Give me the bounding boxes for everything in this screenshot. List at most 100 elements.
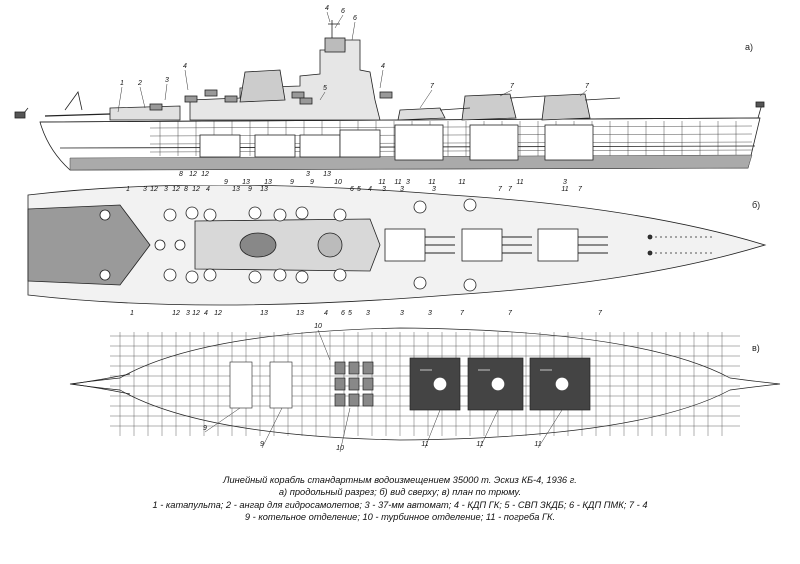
callout-label: 11: [428, 179, 435, 186]
callout-label: 9: [248, 186, 252, 193]
callout-label: 13: [232, 186, 240, 193]
callout-label: 13: [242, 179, 250, 186]
callout-label: 13: [260, 186, 268, 193]
callout-label: 13: [264, 179, 272, 186]
callout-label: 5: [348, 310, 352, 317]
turbine-room: [339, 129, 381, 158]
callout-label: 3: [563, 179, 567, 186]
callout-label: 13: [323, 171, 331, 178]
callout-label: 12: [172, 186, 180, 193]
conning-tower: [324, 37, 346, 53]
callout-label: 12: [214, 310, 222, 317]
aircraft-hangar: [109, 105, 181, 121]
callout-label: 12: [189, 171, 197, 178]
callout-label: 10: [334, 179, 342, 186]
superstructure-top: [194, 218, 381, 272]
main-turret-7: [384, 228, 426, 262]
callout-label: 5: [357, 186, 361, 193]
callout-label: 4: [183, 63, 187, 70]
funnel-top: [239, 232, 277, 258]
main-turret-7: [397, 107, 446, 121]
callout-label: 9: [260, 441, 264, 448]
tower-top: [317, 232, 343, 258]
callout-label: 4: [368, 186, 372, 193]
callout-label: 3: [382, 186, 386, 193]
callout-label: 10: [336, 445, 344, 452]
panel-label-b: б): [752, 200, 761, 210]
caption-title: Линейный корабль стандартным водоизмещен…: [223, 475, 577, 485]
callout-label: 4: [325, 5, 329, 12]
callout-label: 3: [165, 77, 169, 84]
callout-label: 7: [508, 186, 513, 193]
magazine: [469, 124, 519, 161]
callout-label: 11: [534, 441, 541, 448]
callout-label: 2: [137, 80, 142, 87]
caption-legend-1: 1 - катапульта; 2 - ангар для гидросамол…: [152, 499, 648, 510]
callout-label: 1: [130, 310, 134, 317]
figure-caption: Линейный корабль стандартным водоизмещен…: [0, 474, 800, 524]
callout-label: 3: [428, 310, 432, 317]
superstructure: [189, 39, 381, 121]
callout-label: 11: [394, 179, 401, 186]
hold-frame-grid: [110, 332, 740, 436]
main-turret-7: [461, 93, 517, 121]
callout-label: 8: [179, 171, 183, 178]
callout-label: 3: [400, 310, 404, 317]
callout-label: 6: [341, 310, 345, 317]
caption-views: а) продольный разрез; б) вид сверху; в) …: [278, 487, 522, 498]
main-turret-7: [461, 228, 503, 262]
callout-label: 7: [508, 310, 513, 317]
callout-label: 9: [290, 179, 294, 186]
magazine-11: [529, 357, 591, 411]
callout-label: 7: [430, 83, 435, 90]
magazine: [394, 124, 444, 161]
callout-label: 12: [150, 186, 158, 193]
crane: [64, 91, 83, 111]
callout-label: 13: [296, 310, 304, 317]
hold-plan: 10 9 9 10 11 11 11: [69, 323, 781, 452]
callout-label: 5: [323, 85, 327, 92]
boiler-room: [299, 134, 341, 158]
callout-label: 9: [310, 179, 314, 186]
callout-label: 12: [201, 171, 209, 178]
callout-label: 3: [143, 186, 147, 193]
boiler-room: [199, 134, 241, 158]
callout-label: 3: [406, 179, 410, 186]
callout-label: 10: [314, 323, 322, 330]
callout-label: 7: [585, 83, 590, 90]
callout-label: 13: [260, 310, 268, 317]
caption-legend-2: 9 - котельное отделение; 10 - турбинное …: [244, 512, 556, 523]
callout-label: 3: [400, 186, 404, 193]
callout-label: 4: [206, 186, 210, 193]
callout-label: 11: [421, 441, 428, 448]
boiler-room: [254, 134, 296, 158]
panel-label-a: а): [745, 42, 754, 52]
callout-label: 11: [476, 441, 483, 448]
catapult-deck: [27, 204, 151, 286]
callout-label: 12: [192, 186, 200, 193]
callout-label: 11: [458, 179, 465, 186]
callout-label: 12: [192, 310, 200, 317]
main-turret-7: [537, 228, 579, 262]
callout-label: 4: [381, 63, 385, 70]
callout-label: 6: [341, 8, 345, 15]
callout-label: 1: [126, 186, 130, 193]
callout-label: 11: [561, 186, 568, 193]
funnel: [239, 69, 286, 103]
callout-label: 6: [353, 15, 357, 22]
callout-label: 9: [203, 425, 207, 432]
callout-label: 1: [120, 80, 124, 87]
aa-mounts: [99, 198, 477, 292]
catapult: [44, 113, 111, 117]
callout-label: 8: [184, 186, 188, 193]
secondary-mounts: [149, 89, 393, 111]
turbine-rooms: [334, 361, 374, 407]
callout-label: 7: [460, 310, 465, 317]
callout-label: 3: [306, 171, 310, 178]
callout-label: 12: [172, 310, 180, 317]
